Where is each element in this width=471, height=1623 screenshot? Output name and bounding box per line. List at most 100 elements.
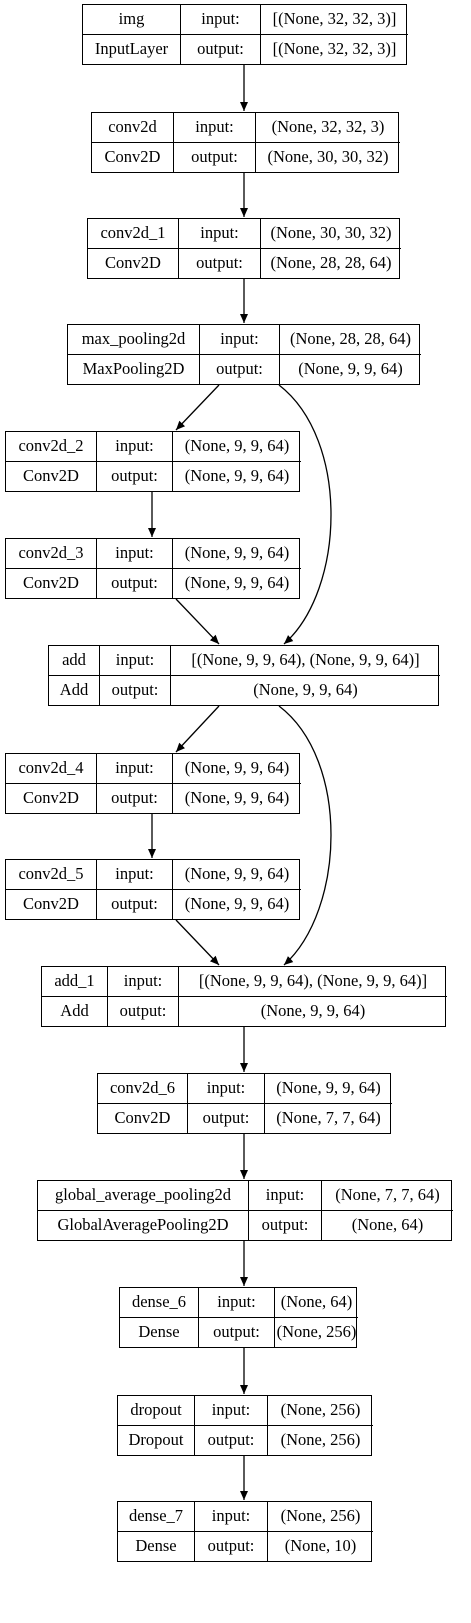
input-label: input: <box>199 1288 275 1318</box>
layer-name: dropout <box>118 1396 195 1426</box>
layer-type: Conv2D <box>92 142 174 172</box>
input-shape: (None, 256) <box>268 1396 373 1426</box>
edge-conv2d_5-to-add_1 <box>175 919 220 966</box>
output-shape: (None, 7, 7, 64) <box>276 1108 381 1128</box>
input-shape: (None, 9, 9, 64) <box>173 860 301 890</box>
output-label: output: <box>97 568 173 598</box>
input-shape: (None, 9, 9, 64) <box>265 1074 392 1104</box>
output-shape: (None, 9, 9, 64) <box>184 466 290 486</box>
output-label: output: <box>249 1210 322 1240</box>
input-shape: (None, 7, 7, 64) <box>322 1181 453 1211</box>
output-label: output: <box>108 996 179 1026</box>
edge-add-to-conv2d_4 <box>175 705 220 753</box>
layer-type: Conv2D <box>6 568 97 598</box>
output-label: output: <box>97 783 173 813</box>
input-shape: [(None, 9, 9, 64), (None, 9, 9, 64)] <box>171 646 440 676</box>
output-shape: (None, 9, 9, 64) <box>260 1001 366 1021</box>
output-label: output: <box>97 461 173 491</box>
layer-type: Conv2D <box>88 248 179 278</box>
layer-type: Conv2D <box>98 1103 188 1133</box>
input-label: input: <box>108 967 179 997</box>
layer-name: conv2d <box>92 113 174 143</box>
input-shape: (None, 32, 32, 3) <box>256 113 400 143</box>
layer-name: dense_7 <box>118 1502 195 1532</box>
layer-name: conv2d_1 <box>88 219 179 249</box>
output-label: output: <box>195 1531 268 1561</box>
output-label: output: <box>179 248 261 278</box>
input-shape: (None, 9, 9, 64) <box>173 539 301 569</box>
edge-max_pooling2d-to-add <box>278 384 332 645</box>
layer-type: Add <box>49 675 100 705</box>
layer-type: MaxPooling2D <box>68 354 200 384</box>
input-label: input: <box>195 1396 268 1426</box>
input-label: input: <box>97 539 173 569</box>
input-shape: (None, 9, 9, 64) <box>173 754 301 784</box>
input-label: input: <box>100 646 171 676</box>
output-label: output: <box>181 34 261 64</box>
layer-name: max_pooling2d <box>68 325 200 355</box>
output-shape: (None, 64) <box>351 1215 424 1235</box>
output-shape: (None, 9, 9, 64) <box>184 894 290 914</box>
layer-name: conv2d_4 <box>6 754 97 784</box>
input-label: input: <box>97 754 173 784</box>
output-label: output: <box>195 1425 268 1455</box>
input-label: input: <box>179 219 261 249</box>
layer-name: conv2d_5 <box>6 860 97 890</box>
output-shape: (None, 9, 9, 64) <box>253 680 358 700</box>
edge-conv2d_3-to-add <box>175 598 220 645</box>
layer-type: Conv2D <box>6 889 97 919</box>
layer-type: Dense <box>120 1317 199 1347</box>
layer-type: Dropout <box>118 1425 195 1455</box>
layer-name: global_average_pooling2d <box>38 1181 249 1211</box>
layer-name: conv2d_2 <box>6 432 97 462</box>
input-label: input: <box>181 5 261 35</box>
input-label: input: <box>249 1181 322 1211</box>
edge-max_pooling2d-to-conv2d_2 <box>175 384 220 431</box>
input-label: input: <box>174 113 256 143</box>
input-label: input: <box>195 1502 268 1532</box>
input-shape: (None, 28, 28, 64) <box>280 325 421 355</box>
output-label: output: <box>100 675 171 705</box>
input-label: input: <box>200 325 280 355</box>
output-shape: (None, 28, 28, 64) <box>270 253 392 273</box>
layer-type: Conv2D <box>6 783 97 813</box>
input-label: input: <box>97 860 173 890</box>
layer-name: img <box>83 5 181 35</box>
layer-type: Conv2D <box>6 461 97 491</box>
layer-name: conv2d_6 <box>98 1074 188 1104</box>
output-shape: (None, 30, 30, 32) <box>267 147 389 167</box>
output-label: output: <box>199 1317 275 1347</box>
output-label: output: <box>97 889 173 919</box>
output-shape: (None, 9, 9, 64) <box>184 573 290 593</box>
layer-type: Dense <box>118 1531 195 1561</box>
input-label: input: <box>188 1074 265 1104</box>
output-shape: [(None, 32, 32, 3)] <box>272 39 397 59</box>
edge-add-to-add_1 <box>278 705 332 966</box>
input-shape: [(None, 9, 9, 64), (None, 9, 9, 64)] <box>179 967 447 997</box>
layer-name: conv2d_3 <box>6 539 97 569</box>
output-shape: (None, 256) <box>276 1322 357 1342</box>
input-shape: (None, 64) <box>275 1288 358 1318</box>
input-shape: (None, 30, 30, 32) <box>261 219 401 249</box>
input-shape: (None, 256) <box>268 1502 373 1532</box>
output-label: output: <box>188 1103 265 1133</box>
input-shape: (None, 9, 9, 64) <box>173 432 301 462</box>
layer-name: dense_6 <box>120 1288 199 1318</box>
output-shape: (None, 10) <box>284 1536 357 1556</box>
input-shape: [(None, 32, 32, 3)] <box>261 5 408 35</box>
output-label: output: <box>174 142 256 172</box>
